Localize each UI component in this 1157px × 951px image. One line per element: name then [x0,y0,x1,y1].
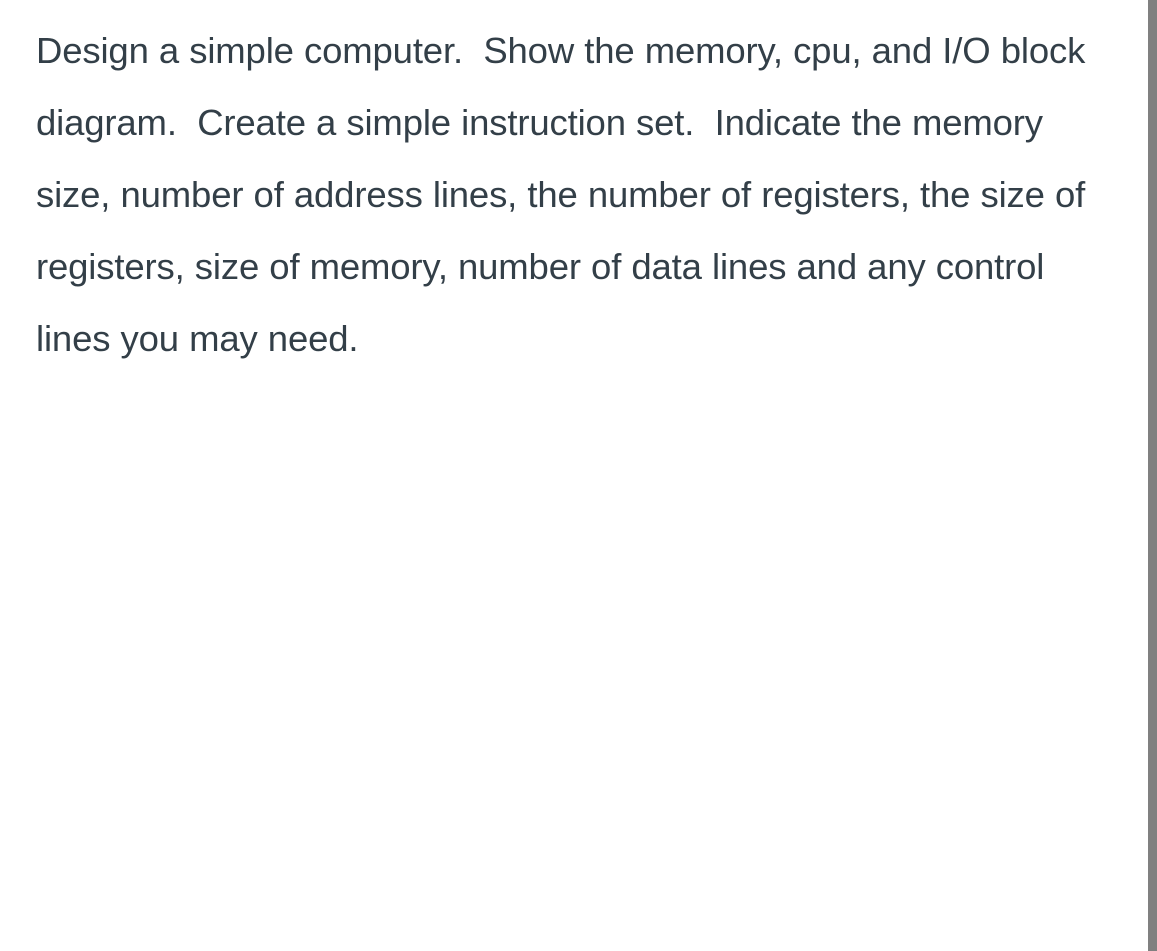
prompt-block: Design a simple computer. Show the memor… [36,15,1108,375]
right-edge-scrollbar[interactable] [1148,0,1157,951]
question-prompt-text: Design a simple computer. Show the memor… [36,30,1096,359]
